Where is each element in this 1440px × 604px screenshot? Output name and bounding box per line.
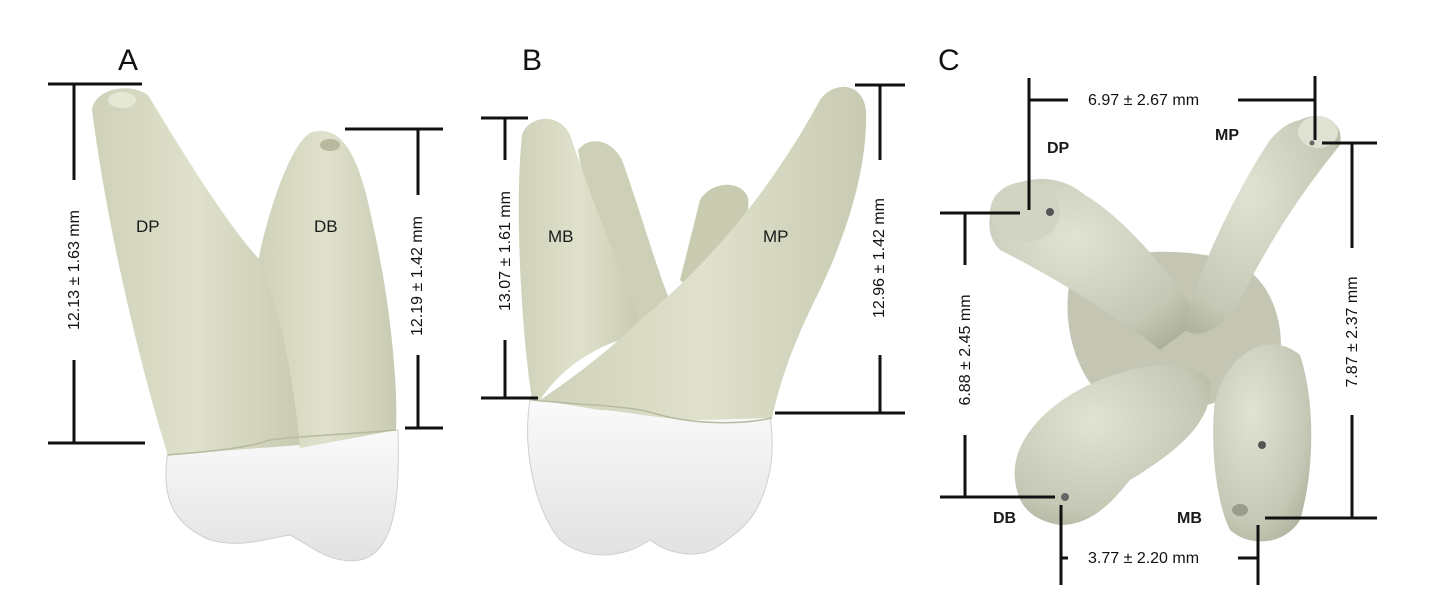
panel-label-b: B: [522, 44, 543, 77]
panel-label-c: C: [938, 44, 960, 77]
panel-a-dp-length: 12.13 ± 1.63 mm: [66, 210, 83, 330]
panel-b-root-mb: MB: [548, 227, 574, 246]
panel-b-mb-length: 13.07 ± 1.61 mm: [497, 191, 514, 311]
panel-c-root-dp: DP: [1047, 140, 1070, 157]
panel-c-dp-db-distance: 6.88 ± 2.45 mm: [957, 294, 974, 406]
panel-b-root-mp: MP: [763, 227, 789, 246]
panel-label-a: A: [118, 44, 139, 77]
panel-c-root-mp: MP: [1215, 127, 1239, 144]
panel-c-tooth: [989, 116, 1341, 542]
panel-c-measure-bars: [940, 76, 1377, 585]
panel-c-mp-mb-distance: 7.87 ± 2.37 mm: [1344, 276, 1361, 388]
panel-a-root-dp: DP: [136, 217, 160, 236]
panel-c-root-db: DB: [993, 510, 1017, 527]
panel-c-dp-mp-distance: 6.97 ± 2.67 mm: [1088, 92, 1200, 109]
panel-a-db-length: 12.19 ± 1.42 mm: [409, 216, 426, 336]
panel-b-measure-bars: [481, 83, 905, 415]
panel-a-root-db: DB: [314, 217, 338, 236]
panel-b-tooth: [518, 86, 867, 556]
panel-a-measure-bars: [48, 82, 443, 445]
panel-c-db-mb-distance: 3.77 ± 2.20 mm: [1088, 550, 1200, 567]
panel-b-mp-length: 12.96 ± 1.42 mm: [871, 198, 888, 318]
panel-c-root-mb: MB: [1177, 510, 1202, 527]
panel-a-tooth: [92, 88, 399, 562]
